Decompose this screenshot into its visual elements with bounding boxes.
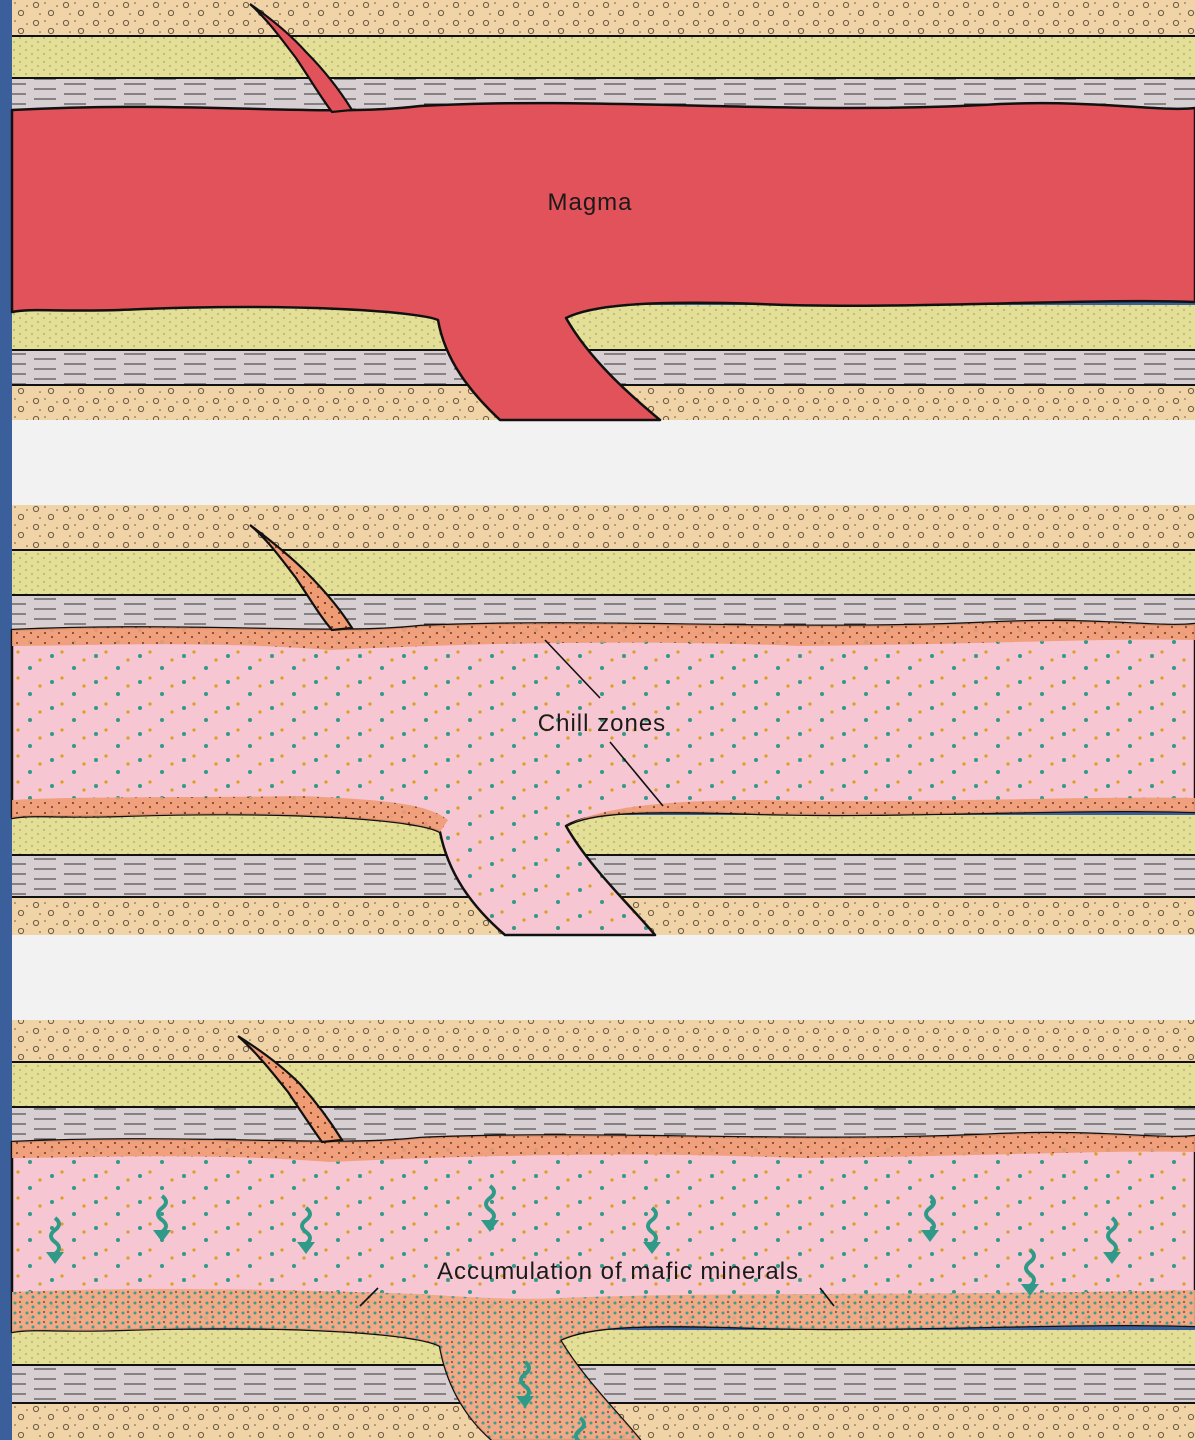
label-magma: Magma [547,189,632,216]
sandstone-layer [12,1062,1195,1107]
panel-gap [12,935,1195,1020]
frame-strip [0,0,12,1440]
label-accumulation: Accumulation of mafic minerals [437,1258,799,1285]
sandstone-layer [12,815,1195,855]
sandstone-layer [12,305,1195,350]
sandstone-layer [12,1330,1195,1365]
panel-accumulation [12,1020,1195,1440]
label-chill-zones: Chill zones [538,710,666,737]
conglomerate-layer [12,505,1195,550]
sandstone-layer [12,36,1195,78]
sandstone-layer [12,550,1195,595]
panel-gap [12,420,1195,505]
conglomerate-layer [12,0,1195,36]
conglomerate-layer [12,1020,1195,1062]
